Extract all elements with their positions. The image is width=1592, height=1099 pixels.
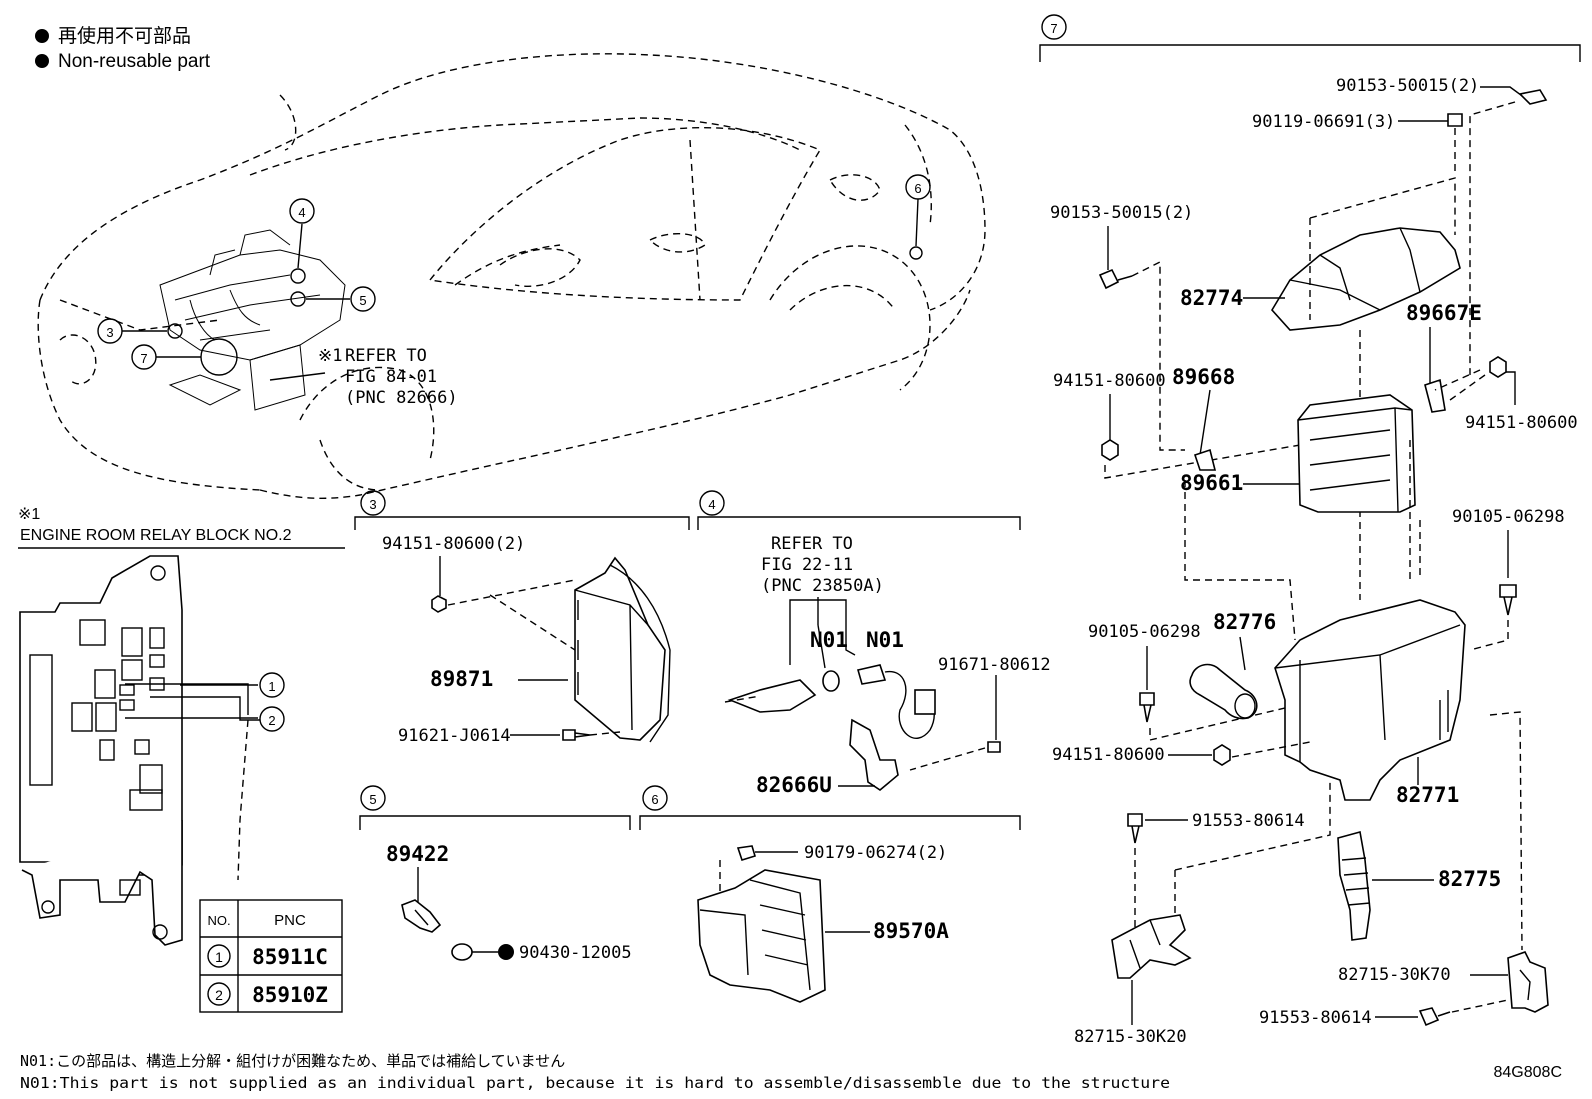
callout-refer-line-1: REFER TO — [345, 346, 427, 366]
s4-label-n01-a: N01 — [810, 628, 848, 652]
s7-label-82715-30k70: 82715-30K70 — [1338, 965, 1451, 985]
s7-label-90153-left: 90153-50015(2) — [1050, 203, 1193, 223]
callout-refer-line-2: FIG 84-01 — [345, 367, 437, 387]
non-reusable-bullet-icon — [35, 54, 49, 68]
s7-label-94151-bottom: 94151-80600 — [1052, 745, 1165, 765]
s7-label-91553-mid: 91553-80614 — [1192, 811, 1305, 831]
svg-text:3: 3 — [106, 325, 113, 340]
s7-label-91553-bottom: 91553-80614 — [1259, 1008, 1372, 1028]
svg-text:4: 4 — [298, 205, 305, 220]
s7-label-89661: 89661 — [1180, 471, 1243, 495]
pnc-row-1-pnc: 85911C — [252, 945, 328, 969]
s6-label-90179: 90179-06274(2) — [804, 843, 947, 863]
s7-label-82775: 82775 — [1438, 867, 1501, 891]
s5-label-89422: 89422 — [386, 842, 449, 866]
svg-text:4: 4 — [708, 497, 715, 512]
marker-3: 3 — [97, 318, 123, 344]
s4-refer-line-2: FIG 22-11 — [761, 555, 853, 575]
svg-text:2: 2 — [268, 713, 275, 728]
legend-en: Non-reusable part — [58, 51, 211, 72]
pnc-table-header-no: NO. — [207, 913, 230, 928]
section-7: 7 90153-50015(2) 90119-06691(3) 90153-50… — [1039, 14, 1581, 1047]
callout-refer-84-01: ※1 REFER TO FIG 84-01 (PNC 82666) — [318, 346, 458, 408]
s3-label-91621: 91621-J0614 — [398, 726, 511, 746]
svg-text:5: 5 — [369, 792, 376, 807]
s7-label-89668: 89668 — [1172, 365, 1235, 389]
callout-mark: ※1 — [318, 346, 342, 366]
non-reusable-bullet-icon — [498, 944, 514, 960]
s4-refer-line-3: (PNC 23850A) — [761, 576, 884, 596]
svg-text:6: 6 — [651, 792, 658, 807]
footnotes: N01:この部品は、構造上分解・組付けが困難なため、単品では補給していません N… — [20, 1052, 1562, 1092]
s7-label-89667e: 89667E — [1406, 301, 1482, 325]
svg-text:1: 1 — [268, 679, 275, 694]
pnc-table: NO. PNC 1 85911C 2 85910Z — [199, 899, 343, 1013]
s5-label-90430: 90430-12005 — [519, 943, 632, 963]
callout-2: 2 — [259, 706, 285, 732]
pnc-row-2-no: 2 — [215, 987, 223, 1003]
callout-refer-line-3: (PNC 82666) — [345, 388, 458, 408]
section-5: 5 89422 90430-12005 — [359, 785, 632, 963]
svg-text:3: 3 — [369, 497, 376, 512]
s7-label-90105-right: 90105-06298 — [1452, 507, 1565, 527]
pnc-table-header-pnc: PNC — [274, 912, 306, 929]
marker-4: 4 — [289, 198, 315, 224]
relay-block-title: ENGINE ROOM RELAY BLOCK NO.2 — [20, 527, 292, 544]
s7-label-82776: 82776 — [1213, 610, 1276, 634]
s4-refer-line-1: REFER TO — [771, 534, 853, 554]
marker-5: 5 — [350, 286, 376, 312]
s7-label-82774: 82774 — [1180, 286, 1243, 310]
svg-text:7: 7 — [1050, 21, 1057, 36]
legend: 再使用不可部品 Non-reusable part — [35, 25, 211, 72]
relay-block-mark: ※1 — [18, 506, 40, 523]
s7-label-82771: 82771 — [1396, 783, 1459, 807]
figure-code: 84G808C — [1494, 1064, 1563, 1081]
pnc-row-2-pnc: 85910Z — [252, 983, 328, 1007]
s4-label-n01-b: N01 — [866, 628, 904, 652]
pnc-row-1-no: 1 — [215, 949, 223, 965]
marker-7: 7 — [131, 344, 157, 370]
section-4: 4 REFER TO FIG 22-11 (PNC 23850A) N01 N0… — [697, 490, 1051, 797]
s3-label-89871: 89871 — [430, 667, 493, 691]
relay-block: ※1 ENGINE ROOM RELAY BLOCK NO.2 1 2 — [18, 506, 345, 946]
s4-label-91671: 91671-80612 — [938, 655, 1051, 675]
s3-label-94151: 94151-80600(2) — [382, 534, 525, 554]
note-en: N01:This part is not supplied as an indi… — [20, 1074, 1170, 1092]
section-6: 6 90179-06274(2) 89570A — [639, 785, 1021, 1003]
svg-text:7: 7 — [140, 351, 147, 366]
s7-label-94151-left: 94151-80600 — [1053, 371, 1166, 391]
section-3: 3 94151-80600(2) 89871 91621-J0614 — [354, 490, 690, 746]
legend-jp: 再使用不可部品 — [58, 25, 191, 47]
s7-label-90105-left: 90105-06298 — [1088, 622, 1201, 642]
s7-label-82715-30k20: 82715-30K20 — [1074, 1027, 1187, 1047]
s7-label-90119: 90119-06691(3) — [1252, 112, 1395, 132]
note-jp: N01:この部品は、構造上分解・組付けが困難なため、単品では補給していません — [20, 1052, 565, 1070]
s6-label-89570a: 89570A — [873, 919, 949, 943]
vehicle-outline — [37, 53, 986, 499]
svg-text:6: 6 — [914, 181, 921, 196]
marker-6: 6 — [905, 174, 931, 200]
s7-label-90153-top: 90153-50015(2) — [1336, 76, 1479, 96]
s7-label-94151-right: 94151-80600 — [1465, 413, 1578, 433]
s4-label-82666u: 82666U — [756, 773, 832, 797]
callout-1: 1 — [259, 672, 285, 698]
engine-bay-detail — [159, 229, 346, 411]
location-markers: 4 5 3 7 6 — [97, 174, 931, 370]
non-reusable-bullet-icon — [35, 29, 49, 43]
svg-text:5: 5 — [359, 293, 366, 308]
